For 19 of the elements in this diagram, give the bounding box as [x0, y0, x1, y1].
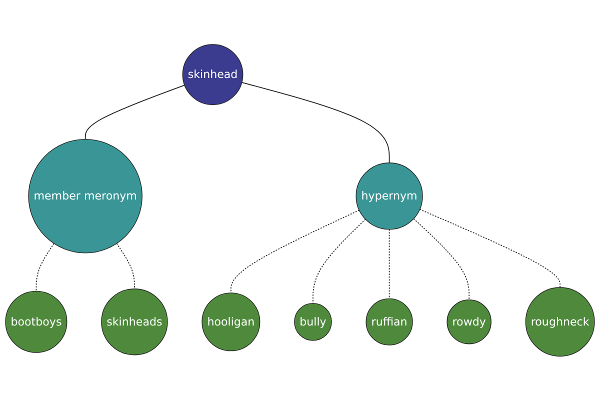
connector	[413, 218, 470, 300]
connector	[312, 218, 366, 304]
connector	[84, 84, 185, 140]
connector	[36, 242, 54, 292]
connector	[241, 82, 390, 163]
node-circle: member meronym	[28, 138, 142, 253]
connector	[116, 242, 135, 289]
node-circle: roughneck	[525, 286, 595, 356]
node-circle: ruffian	[366, 298, 413, 346]
connector	[230, 209, 360, 293]
node-circle: hooligan	[202, 292, 260, 351]
node-circle: skinhead	[182, 44, 244, 105]
node-circle: bootboys	[5, 290, 68, 352]
node-circle: skinheads	[101, 288, 168, 355]
node-circle: rowdy	[446, 299, 492, 344]
connector	[388, 228, 390, 299]
node-circle: hypernym	[356, 162, 423, 230]
node-circle: bully	[294, 302, 332, 340]
connector	[419, 208, 561, 288]
